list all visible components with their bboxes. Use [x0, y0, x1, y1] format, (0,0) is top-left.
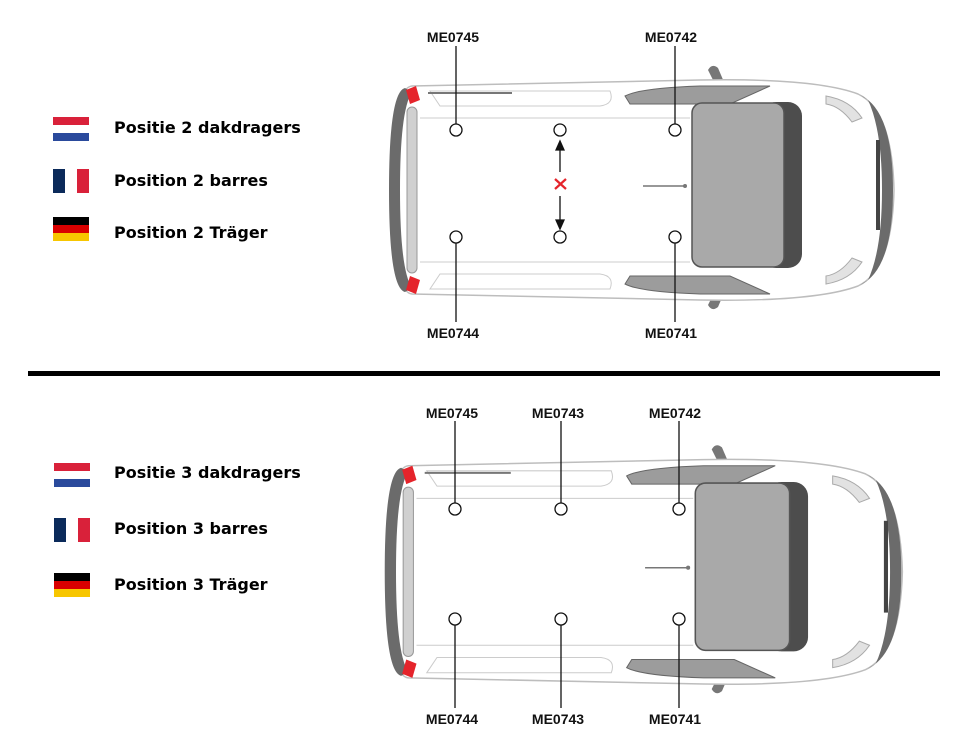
mount-points: [448, 502, 686, 626]
leader-lines: [455, 46, 676, 322]
germany-flag-icon: [54, 573, 90, 597]
code-label: ME0741: [649, 711, 701, 727]
red-x-icon: [554, 178, 567, 190]
mount-point: [553, 123, 567, 137]
mount-point: [672, 502, 686, 516]
code-label: ME0741: [645, 325, 697, 341]
mount-point: [448, 612, 462, 626]
netherlands-flag-icon: [54, 463, 90, 487]
mount-point: [554, 612, 568, 626]
netherlands-flag-icon: [53, 117, 89, 141]
mount-point: [553, 230, 567, 244]
code-label: ME0744: [427, 325, 479, 341]
legend-label: Position 2 barres: [114, 171, 268, 190]
van-top-view-position-2: ME0745 ME0742 ME0744 ME0741: [388, 29, 895, 341]
mount-point: [449, 230, 463, 244]
france-flag-icon: [54, 518, 90, 542]
legend-label: Position 3 barres: [114, 519, 268, 538]
section-divider: [28, 371, 940, 376]
leader-lines: [454, 421, 680, 708]
code-label: ME0745: [426, 405, 478, 421]
mount-point: [668, 123, 682, 137]
mount-points: [449, 123, 682, 244]
legend-label: Position 3 Träger: [114, 575, 268, 594]
double-arrow-icon: [554, 139, 566, 231]
code-label: ME0743: [532, 405, 584, 421]
mount-point: [449, 123, 463, 137]
mount-point: [668, 230, 682, 244]
legend-label: Positie 2 dakdragers: [114, 118, 301, 137]
legend-label: Position 2 Träger: [114, 223, 268, 242]
france-flag-icon: [53, 169, 89, 193]
mount-point: [554, 502, 568, 516]
van-top-view-position-3: ME0745 ME0743 ME0742 ME0744 ME0743 ME074…: [383, 405, 904, 727]
mount-point: [448, 502, 462, 516]
mount-point: [672, 612, 686, 626]
code-label: ME0745: [427, 29, 479, 45]
germany-flag-icon: [53, 217, 89, 241]
code-label: ME0744: [426, 711, 478, 727]
code-label: ME0742: [649, 405, 701, 421]
code-label: ME0742: [645, 29, 697, 45]
legend-label: Positie 3 dakdragers: [114, 463, 301, 482]
code-label: ME0743: [532, 711, 584, 727]
